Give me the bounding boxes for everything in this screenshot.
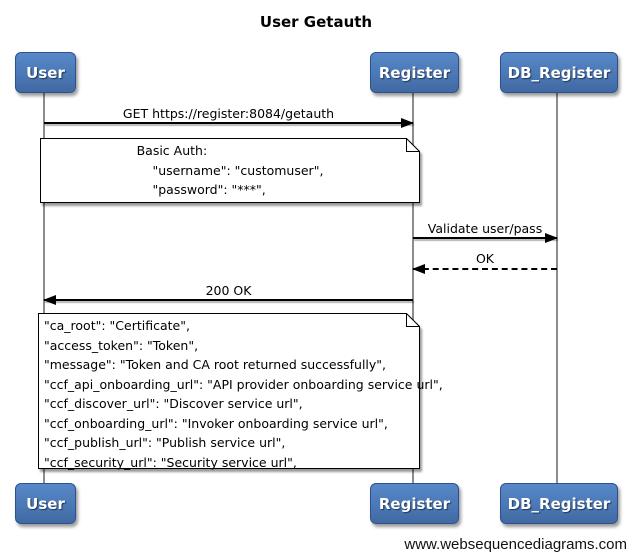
message-label-get-getauth: GET https://register:8084/getauth <box>122 106 335 121</box>
websequencediagrams-watermark: www.websequencediagrams.com <box>404 536 627 553</box>
note-line: "username": "customuser", <box>136 162 324 178</box>
actor-db-register-label: DB_Register <box>507 494 611 513</box>
note-line: "ccf_onboarding_url": "Invoker onboardin… <box>44 415 388 431</box>
actor-db-register-bottom: DB_Register <box>500 483 618 524</box>
note-paper-icon <box>40 138 420 203</box>
actor-user-bottom: User <box>15 483 76 524</box>
actor-user-label: User <box>26 494 65 513</box>
actor-user-top: User <box>15 52 76 93</box>
note-line: "message": "Token and CA root returned s… <box>44 357 387 372</box>
actor-register-label: Register <box>378 494 451 513</box>
note-paper-icon <box>38 313 420 469</box>
note-line: "ccf_security_url": "Security service ur… <box>44 454 297 470</box>
lifeline-register <box>412 92 414 484</box>
diagram-title: User Getauth <box>259 13 373 31</box>
arrowhead-right-icon <box>545 233 558 243</box>
message-arrow-validate <box>413 233 558 243</box>
note-basic-auth: Basic Auth: "username": "customuser", "p… <box>40 138 420 203</box>
note-token-response: "ca_root": "Certificate", "access_token"… <box>38 313 443 470</box>
lifeline-db-register <box>556 92 558 484</box>
message-label-200-ok: 200 OK <box>205 283 252 298</box>
actor-user-label: User <box>26 63 65 82</box>
note-line: "ccf_api_onboarding_url": "API provider … <box>44 376 443 392</box>
message-label-ok: OK <box>475 251 495 266</box>
actor-db-register-label: DB_Register <box>507 63 611 82</box>
message-arrow-get-getauth <box>44 118 414 128</box>
message-arrow-ok <box>412 264 557 274</box>
message-label-validate: Validate user/pass <box>427 221 543 236</box>
message-arrow-200-ok <box>43 295 413 305</box>
arrowhead-left-icon <box>43 295 56 305</box>
note-line: "ccf_discover_url": "Discover service ur… <box>44 396 303 411</box>
lifeline-user <box>43 92 45 484</box>
note-line: "ca_root": "Certificate", <box>44 318 190 333</box>
actor-register-top: Register <box>370 52 459 93</box>
arrowhead-left-icon <box>412 264 425 274</box>
actor-register-bottom: Register <box>370 483 459 524</box>
arrowhead-right-icon <box>401 118 414 128</box>
actor-db-register-top: DB_Register <box>500 52 618 93</box>
note-line: Basic Auth: <box>136 143 208 158</box>
actor-register-label: Register <box>378 63 451 82</box>
note-line: "password": "***", <box>136 182 266 197</box>
note-line: "access_token": "Token", <box>44 337 199 353</box>
note-line: "ccf_publish_url": "Publish service url"… <box>44 435 286 450</box>
